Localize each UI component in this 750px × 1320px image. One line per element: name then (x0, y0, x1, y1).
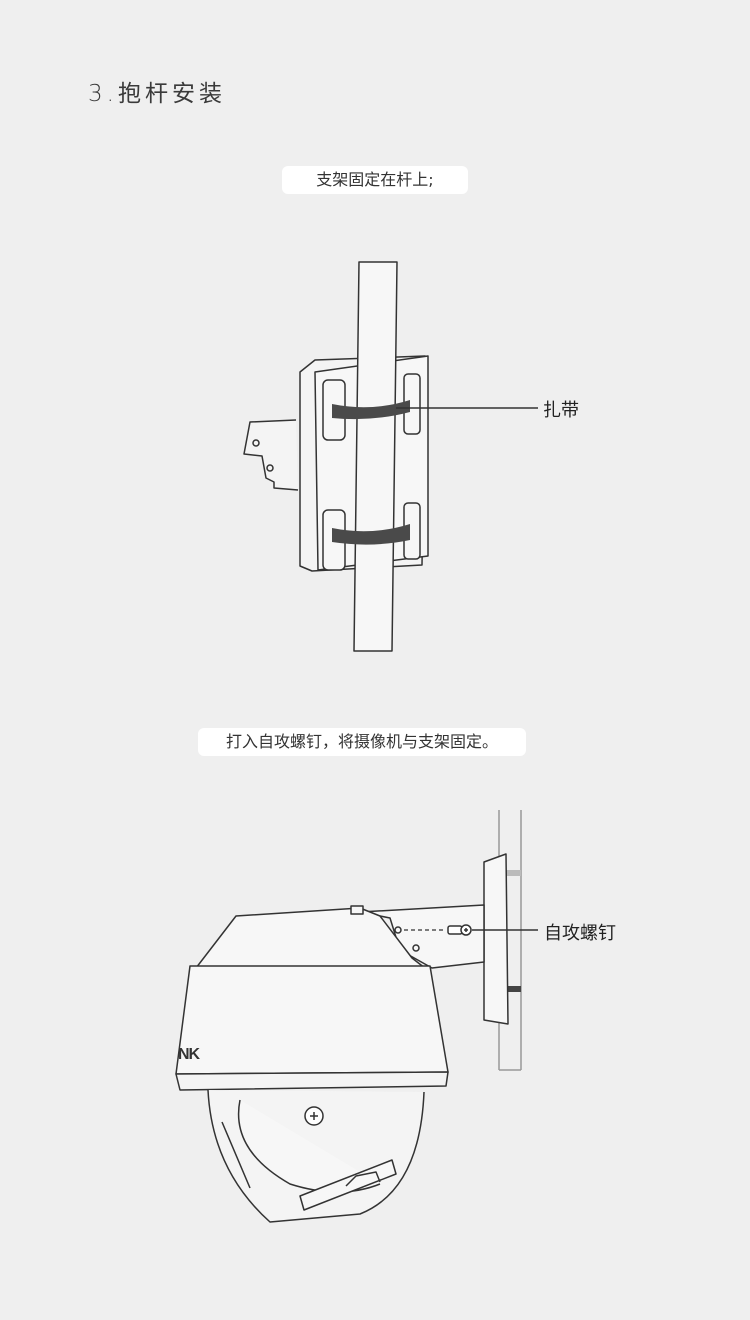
pole-bracket-illustration (243, 261, 538, 652)
step-1-caption: 支架固定在杆上; (282, 166, 468, 194)
section-title: 3.抱杆安装 (88, 81, 226, 107)
strap-lower (332, 524, 410, 545)
strap-callout-label: 扎带 (543, 400, 579, 421)
strap-upper (332, 400, 410, 420)
step-2-caption: 打入自攻螺钉，将摄像机与支架固定。 (198, 728, 526, 756)
brand-fragment: NK (178, 1046, 200, 1063)
screw-callout-label: 自攻螺钉 (544, 923, 616, 944)
